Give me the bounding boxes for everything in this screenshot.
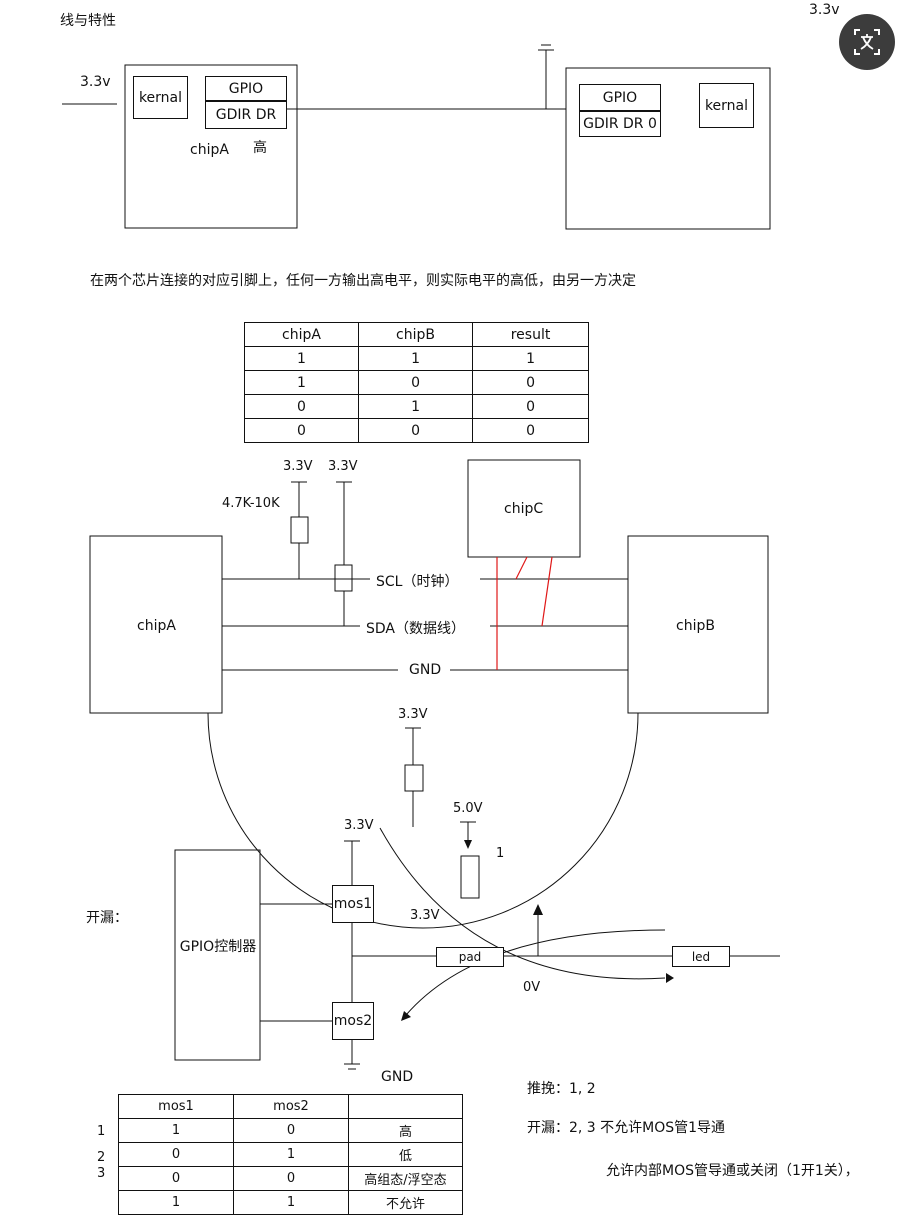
allow-note: 允许内部MOS管导通或关闭（1开1关）， <box>606 1163 859 1179</box>
table-row: 1 0 高 <box>118 1118 463 1143</box>
mos-header-mos1: mos1 <box>118 1094 234 1119</box>
mos2-box: mos2 <box>332 1002 374 1040</box>
chipa-gpio-box: GPIO <box>205 76 287 101</box>
scl-label: SCL（时钟） <box>376 574 459 590</box>
table-row: 1 1 1 <box>244 346 589 371</box>
chipa-kernel-box: kernal <box>133 76 188 119</box>
table-cell: 0 <box>233 1166 349 1191</box>
zero-volt-label: 0V <box>523 980 541 995</box>
open-drain-note: 开漏：2, 3 不允许MOS管1导通 <box>527 1120 726 1136</box>
table-cell: 1 <box>118 1118 234 1143</box>
resistor-number: 1 <box>496 846 505 861</box>
vcc-label-mos: 3.3V <box>344 818 374 833</box>
chipb-gdir-box: GDIR DR 0 <box>579 111 661 137</box>
chipc-label: chipC <box>504 501 544 517</box>
table-cell: 0 <box>233 1118 349 1143</box>
pad-label: pad <box>458 950 482 964</box>
table-row: 0 0 高组态/浮空态 <box>118 1166 463 1191</box>
gnd-bus-label: GND <box>409 662 442 678</box>
chipa-gdir-box: GDIR DR <box>205 101 287 129</box>
led-label: led <box>691 949 711 964</box>
table-cell: 1 <box>233 1190 349 1215</box>
truth-table: chipA chipB result 1 1 1 1 0 0 0 1 0 0 0… <box>244 322 589 443</box>
chipb-kernel-label: kernal <box>704 97 749 114</box>
chipb-gpio-label: GPIO <box>602 89 638 106</box>
table-row: 0 1 低 <box>118 1142 463 1167</box>
vcc-label-5v: 5.0V <box>453 801 483 816</box>
mos-state-table: mos1 mos2 1 0 高 0 1 低 0 0 高组态/浮空态 1 1 不允… <box>118 1094 463 1215</box>
page-title: 线与特性 <box>60 13 116 29</box>
table-cell: 0 <box>118 1166 234 1191</box>
gnd-mos-label: GND <box>381 1069 414 1085</box>
led-box: led <box>672 946 730 967</box>
translate-button[interactable] <box>839 14 895 70</box>
vcc-label-3: 3.3V <box>398 707 428 722</box>
row-marker-1: 1 <box>97 1124 106 1139</box>
chipa-gpio-label: GPIO <box>228 80 264 97</box>
table-cell: 1 <box>357 394 474 419</box>
truth-header-chipb: chipB <box>357 322 474 347</box>
table-cell: 1 <box>233 1142 349 1167</box>
table-cell: 0 <box>472 418 589 443</box>
pad-box: pad <box>436 947 504 967</box>
mos-header-state <box>348 1094 463 1119</box>
table-row: 0 1 0 <box>244 394 589 419</box>
wire-and-statement: 在两个芯片连接的对应引脚上，任何一方输出高电平，则实际电平的高低，由另一方决定 <box>90 273 636 289</box>
translate-icon <box>854 29 880 55</box>
chipa-i2c-label: chipA <box>137 618 176 634</box>
chipa-gdir-label: GDIR DR <box>215 107 277 123</box>
pullup-resistor-label: 4.7K-10K <box>222 496 280 511</box>
vcc-label-mid: 3.3V <box>410 908 440 923</box>
gpio-controller-label: GPIO控制器 <box>179 939 257 955</box>
table-cell: 0 <box>118 1142 234 1167</box>
table-cell: 1 <box>244 346 359 371</box>
chipa-kernel-label: kernal <box>138 89 183 106</box>
vcc-label-1: 3.3V <box>283 459 313 474</box>
table-cell: 1 <box>118 1190 234 1215</box>
table-cell: 0 <box>357 418 474 443</box>
table-cell: 高组态/浮空态 <box>348 1166 463 1191</box>
row-marker-2: 2 <box>97 1150 106 1165</box>
sda-label: SDA（数据线） <box>366 621 465 637</box>
mos1-label: mos1 <box>333 896 373 912</box>
table-cell: 低 <box>348 1142 463 1167</box>
vcc-label-2: 3.3V <box>328 459 358 474</box>
table-cell: 0 <box>244 418 359 443</box>
corner-voltage-label: 3.3v <box>809 2 840 18</box>
table-row: 0 0 0 <box>244 418 589 443</box>
mos1-box: mos1 <box>332 885 374 923</box>
table-cell: 不允许 <box>348 1190 463 1215</box>
chipb-kernel-box: kernal <box>699 83 754 128</box>
table-cell: 1 <box>244 370 359 395</box>
row-marker-3: 3 <box>97 1166 106 1181</box>
truth-header-result: result <box>472 322 589 347</box>
table-cell: 高 <box>348 1118 463 1143</box>
mos-header-mos2: mos2 <box>233 1094 349 1119</box>
table-row: 1 0 0 <box>244 370 589 395</box>
chipa-name: chipA <box>190 142 229 158</box>
truth-table-header: chipA chipB result <box>244 322 589 347</box>
chipb-gpio-box: GPIO <box>579 84 661 111</box>
chipa-level: 高 <box>253 140 267 156</box>
push-pull-note: 推挽：1, 2 <box>527 1081 596 1097</box>
open-drain-label: 开漏： <box>86 910 128 926</box>
table-row: 1 1 不允许 <box>118 1190 463 1215</box>
mos-table-header: mos1 mos2 <box>118 1094 463 1119</box>
fig1-supply-label: 3.3v <box>80 74 111 90</box>
chipb-i2c-label: chipB <box>676 618 715 634</box>
chipb-gdir-label: GDIR DR 0 <box>583 116 657 132</box>
mos2-label: mos2 <box>333 1013 373 1029</box>
